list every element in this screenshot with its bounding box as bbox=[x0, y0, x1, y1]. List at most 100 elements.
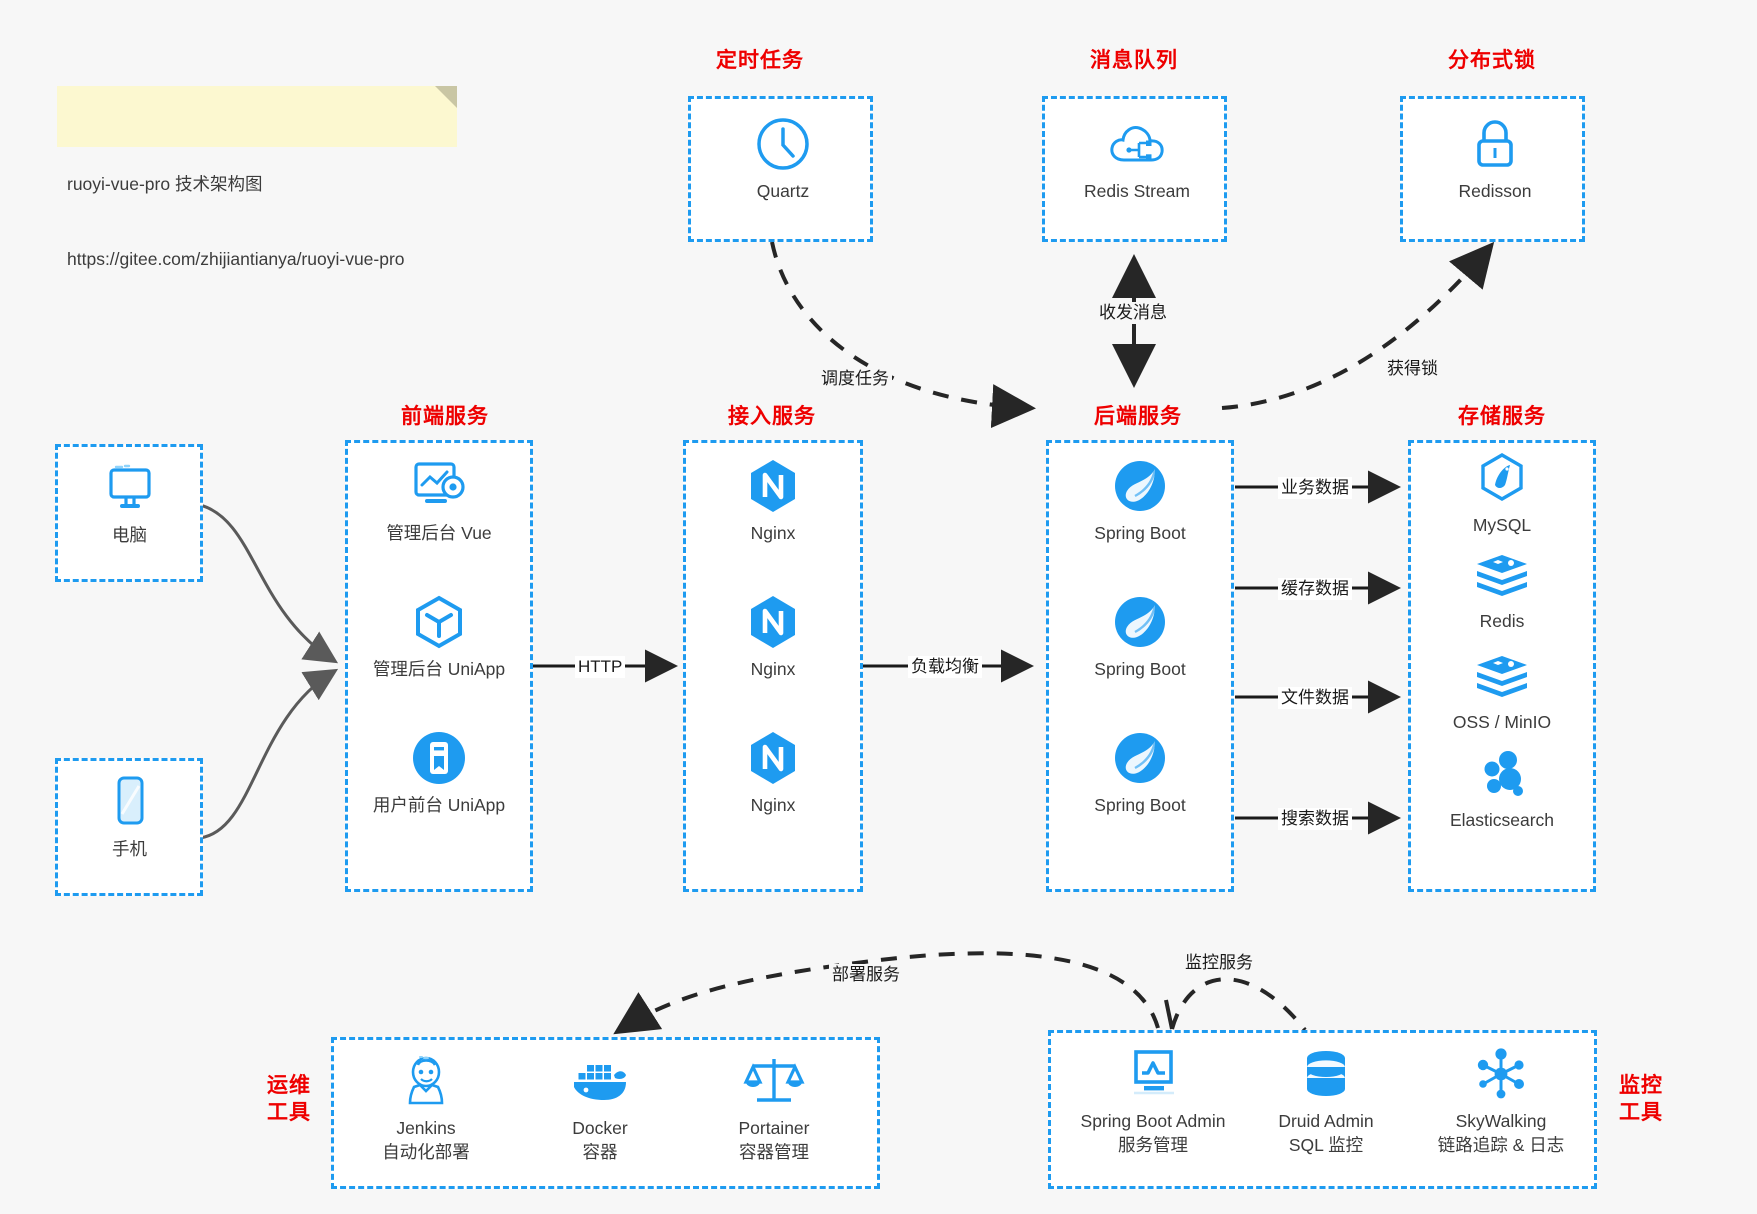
node-jenkins[interactable]: Jenkins 自动化部署 bbox=[346, 1052, 506, 1164]
node-label: Druid Admin bbox=[1278, 1111, 1374, 1131]
node-label: Nginx bbox=[750, 523, 796, 543]
node-label: Spring Boot bbox=[1094, 795, 1186, 815]
spring-icon bbox=[1060, 457, 1220, 515]
node-label: 用户前台 UniApp bbox=[372, 795, 506, 815]
group-title-devops-line2: 工具 bbox=[267, 1101, 311, 1124]
node-oss-minio[interactable]: OSS / MinIO bbox=[1422, 646, 1582, 734]
note-line-1: ruoyi-vue-pro 技术架构图 bbox=[67, 174, 263, 194]
node-redis-stream[interactable]: Redis Stream bbox=[1057, 115, 1217, 203]
node-docker[interactable]: Docker 容器 bbox=[520, 1052, 680, 1164]
group-title-monitor-line1: 监控 bbox=[1619, 1074, 1663, 1097]
node-spring-boot-3[interactable]: Spring Boot bbox=[1060, 729, 1220, 817]
desktop-icon bbox=[52, 459, 207, 517]
node-sublabel: 服务管理 bbox=[1118, 1135, 1188, 1155]
edge-label-business-data: 业务数据 bbox=[1278, 477, 1352, 499]
node-label: Docker bbox=[572, 1118, 628, 1138]
diagram-note: ruoyi-vue-pro 技术架构图 https://gitee.com/zh… bbox=[57, 86, 457, 269]
node-label: Redisson bbox=[1458, 181, 1532, 201]
group-title-monitor-line2: 工具 bbox=[1619, 1101, 1663, 1124]
node-label: Portainer bbox=[738, 1118, 810, 1138]
note-fold-corner bbox=[435, 86, 457, 108]
edge-label-send-receive-message: 收发消息 bbox=[1096, 302, 1170, 324]
node-label: 手机 bbox=[112, 839, 147, 859]
jenkins-icon bbox=[346, 1052, 506, 1110]
group-box-scheduler: Quartz bbox=[688, 96, 873, 242]
node-pc[interactable]: 电脑 bbox=[52, 459, 207, 547]
group-title-storage: 存储服务 bbox=[1458, 405, 1546, 428]
group-title-devops: 运维 工具 bbox=[258, 1072, 320, 1126]
network-icon bbox=[1411, 1045, 1591, 1103]
cloud-stream-icon bbox=[1057, 115, 1217, 173]
group-title-lock: 分布式锁 bbox=[1448, 49, 1536, 72]
elasticsearch-icon bbox=[1422, 744, 1582, 802]
nginx-icon bbox=[693, 457, 853, 515]
clock-icon bbox=[703, 115, 863, 173]
nginx-icon bbox=[693, 593, 853, 651]
nginx-icon bbox=[693, 729, 853, 787]
node-label: 管理后台 UniApp bbox=[372, 659, 506, 679]
node-sublabel: 容器 bbox=[582, 1142, 618, 1162]
group-box-pc: 电脑 bbox=[55, 444, 203, 582]
edge-label-cache-data: 缓存数据 bbox=[1278, 578, 1352, 600]
node-elasticsearch[interactable]: Elasticsearch bbox=[1422, 744, 1582, 832]
node-quartz[interactable]: Quartz bbox=[703, 115, 863, 203]
group-box-storage: MySQL Redis bbox=[1408, 440, 1596, 892]
node-label: Redis bbox=[1479, 611, 1525, 631]
group-box-monitor: Spring Boot Admin 服务管理 Druid Admin SQL 监… bbox=[1048, 1030, 1597, 1189]
node-sublabel: SQL 监控 bbox=[1288, 1135, 1364, 1155]
node-label: Nginx bbox=[750, 795, 796, 815]
node-label: Spring Boot Admin bbox=[1080, 1111, 1226, 1131]
redis-icon bbox=[1422, 646, 1582, 704]
node-label: Jenkins bbox=[396, 1118, 456, 1138]
database-icon bbox=[1246, 1045, 1406, 1103]
node-label: OSS / MinIO bbox=[1452, 712, 1552, 732]
node-nginx-2[interactable]: Nginx bbox=[693, 593, 853, 681]
node-label: SkyWalking bbox=[1455, 1111, 1547, 1131]
mysql-icon bbox=[1422, 449, 1582, 507]
node-spring-boot-2[interactable]: Spring Boot bbox=[1060, 593, 1220, 681]
node-nginx-1[interactable]: Nginx bbox=[693, 457, 853, 545]
scales-icon bbox=[694, 1052, 854, 1110]
node-sublabel: 容器管理 bbox=[739, 1142, 809, 1162]
node-label: Nginx bbox=[750, 659, 796, 679]
node-nginx-3[interactable]: Nginx bbox=[693, 729, 853, 817]
group-box-gateway: Nginx Nginx Nginx bbox=[683, 440, 863, 892]
node-admin-vue[interactable]: 管理后台 Vue bbox=[359, 457, 519, 545]
node-label: MySQL bbox=[1472, 515, 1532, 535]
edge-label-load-balance: 负载均衡 bbox=[908, 656, 982, 678]
node-redisson[interactable]: Redisson bbox=[1415, 115, 1575, 203]
redis-icon bbox=[1422, 545, 1582, 603]
mobile-icon bbox=[52, 773, 207, 831]
spring-icon bbox=[1060, 729, 1220, 787]
group-box-mq: Redis Stream bbox=[1042, 96, 1227, 242]
node-spring-boot-admin[interactable]: Spring Boot Admin 服务管理 bbox=[1053, 1045, 1253, 1157]
node-label: 电脑 bbox=[112, 525, 147, 545]
node-phone[interactable]: 手机 bbox=[52, 773, 207, 861]
group-box-phone: 手机 bbox=[55, 758, 203, 896]
node-mysql[interactable]: MySQL bbox=[1422, 449, 1582, 537]
node-redis[interactable]: Redis bbox=[1422, 545, 1582, 633]
group-title-gateway: 接入服务 bbox=[728, 405, 816, 428]
group-title-frontend: 前端服务 bbox=[401, 405, 489, 428]
edge-label-acquire-lock: 获得锁 bbox=[1384, 358, 1441, 380]
spring-icon bbox=[1060, 593, 1220, 651]
dashboard-icon bbox=[359, 457, 519, 515]
node-portainer[interactable]: Portainer 容器管理 bbox=[694, 1052, 854, 1164]
node-skywalking[interactable]: SkyWalking 链路追踪 & 日志 bbox=[1411, 1045, 1591, 1157]
group-title-devops-line1: 运维 bbox=[267, 1074, 311, 1097]
node-user-uniapp[interactable]: 用户前台 UniApp bbox=[359, 729, 519, 817]
edge-label-file-data: 文件数据 bbox=[1278, 687, 1352, 709]
edge-label-monitor-service: 监控服务 bbox=[1182, 952, 1256, 974]
node-spring-boot-1[interactable]: Spring Boot bbox=[1060, 457, 1220, 545]
node-admin-uniapp[interactable]: 管理后台 UniApp bbox=[359, 593, 519, 681]
group-title-backend: 后端服务 bbox=[1094, 405, 1182, 428]
node-label: 管理后台 Vue bbox=[386, 523, 492, 543]
lock-icon bbox=[1415, 115, 1575, 173]
node-druid-admin[interactable]: Druid Admin SQL 监控 bbox=[1246, 1045, 1406, 1157]
node-sublabel: 自动化部署 bbox=[382, 1142, 470, 1162]
group-box-frontend: 管理后台 Vue 管理后台 UniApp 用户前台 UniApp bbox=[345, 440, 533, 892]
edge-label-deploy-service: 部署服务 bbox=[829, 964, 903, 986]
node-sublabel: 链路追踪 & 日志 bbox=[1437, 1135, 1565, 1155]
group-title-mq: 消息队列 bbox=[1090, 49, 1178, 72]
